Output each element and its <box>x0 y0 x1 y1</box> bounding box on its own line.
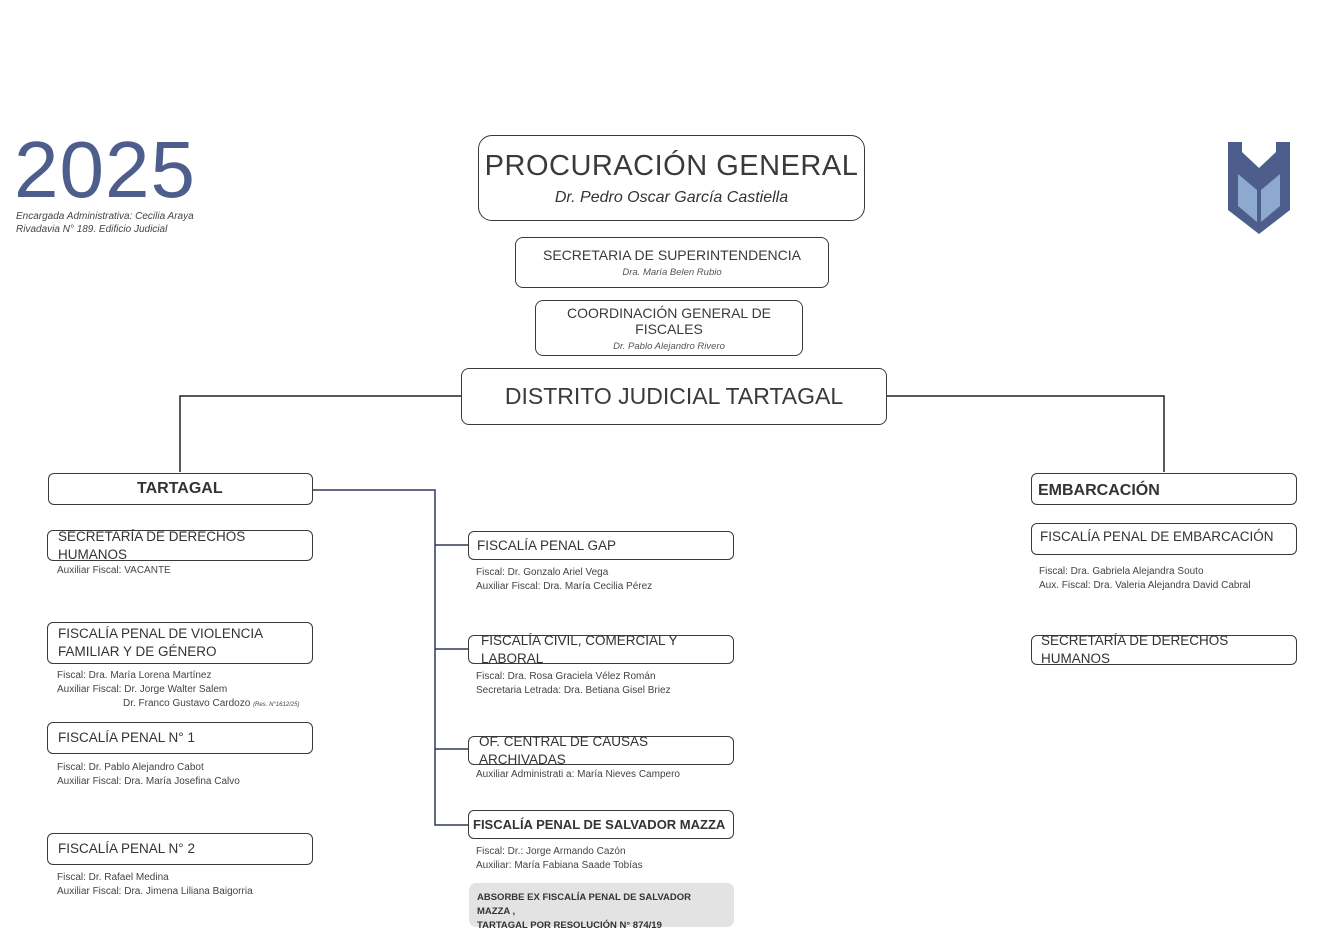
archivadas-title: OF. CENTRAL DE CAUSAS ARCHIVADAS <box>479 733 649 767</box>
tartagal-ddhh-title: SECRETARÍA DE DERECHOS HUMANOS <box>58 528 246 562</box>
tartagal-ddhh-box: SECRETARÍA DE DERECHOS HUMANOS <box>47 528 313 562</box>
violencia-details: Fiscal: Dra. María Lorena Martínez Auxil… <box>57 670 300 709</box>
superintendencia-name: Dra. María Belen Rubio <box>622 267 722 278</box>
penal1-title: FISCALÍA PENAL N° 1 <box>58 730 195 745</box>
violencia-box: FISCALÍA PENAL DE VIOLENCIA FAMILIAR Y D… <box>47 622 313 664</box>
embarcacion-ddhh-box: SECRETARÍA DE DERECHOS HUMANOS <box>1031 633 1297 666</box>
embarcacion-penal-title: FISCALÍA PENAL DE EMBARCACIÓN <box>1040 529 1274 544</box>
superintendencia-title: SECRETARIA DE SUPERINTENDENCIA <box>542 247 801 263</box>
mazza-details: Fiscal: Dr.: Jorge Armando Cazón Auxilia… <box>476 846 643 871</box>
tartagal-ddhh-details: Auxiliar Fiscal: VACANTE <box>57 565 171 576</box>
civil-details: Fiscal: Dra. Rosa Graciela Vélez Román S… <box>476 671 671 696</box>
civil-title: FISCALÍA CIVIL, COMERCIAL Y LABORAL <box>481 632 678 666</box>
penal2-details: Fiscal: Dr. Rafael Medina Auxiliar Fisca… <box>57 872 253 897</box>
connector-distrito-embarcacion <box>886 395 1165 472</box>
superintendencia-box: SECRETARIA DE SUPERINTENDENCIA Dra. Marí… <box>515 237 829 288</box>
coordinacion-name: Dr. Pablo Alejandro Rivero <box>613 340 725 352</box>
archivadas-details: Auxiliar Administrati a: María Nieves Ca… <box>476 769 680 780</box>
embarcacion-ddhh-title: SECRETARÍA DE DERECHOS HUMANOS <box>1041 633 1229 666</box>
embarcacion-penal-box: FISCALÍA PENAL DE EMBARCACIÓN <box>1031 523 1297 555</box>
distrito-box: DISTRITO JUDICIAL TARTAGAL <box>461 368 887 425</box>
connector-distrito-tartagal <box>179 395 461 472</box>
gap-box: FISCALÍA PENAL GAP <box>468 531 734 560</box>
coordinacion-title: COORDINACIÓN GENERAL DE FISCALES <box>566 304 772 337</box>
penal2-box: FISCALÍA PENAL N° 2 <box>47 833 313 865</box>
gap-details: Fiscal: Dr. Gonzalo Ariel Vega Auxiliar … <box>476 567 653 592</box>
shield-book-icon <box>1228 142 1290 234</box>
violencia-title-1: FISCALÍA PENAL DE VIOLENCIA <box>58 626 264 641</box>
procuracion-title: PROCURACIÓN GENERAL <box>484 149 859 182</box>
embarcacion-title: EMBARCACIÓN <box>1038 482 1160 499</box>
embarcacion-box: EMBARCACIÓN <box>1031 473 1297 505</box>
procuracion-general-box: PROCURACIÓN GENERAL Dr. Pedro Oscar Garc… <box>478 135 865 221</box>
violencia-title-2: FAMILIAR Y DE GÉNERO <box>58 644 217 659</box>
archivadas-box: OF. CENTRAL DE CAUSAS ARCHIVADAS <box>468 734 734 767</box>
year-title: 2025 <box>14 125 196 214</box>
penal1-details: Fiscal: Dr. Pablo Alejandro Cabot Auxili… <box>57 762 240 787</box>
gap-title: FISCALÍA PENAL GAP <box>477 537 617 553</box>
embarcacion-penal-details: Fiscal: Dra. Gabriela Alejandra Souto Au… <box>1039 566 1251 591</box>
tartagal-box: TARTAGAL <box>48 473 313 505</box>
tartagal-title: TARTAGAL <box>137 480 223 497</box>
distrito-title: DISTRITO JUDICIAL TARTAGAL <box>504 383 844 409</box>
mazza-resolution-note: ABSORBE EX FISCALÍA PENAL DE SALVADOR MA… <box>469 883 734 931</box>
admin-line-2: Rivadavia N° 189. Edificio Judicial <box>16 224 168 235</box>
mazza-title: FISCALÍA PENAL DE SALVADOR MAZZA <box>473 816 726 832</box>
penal1-box: FISCALÍA PENAL N° 1 <box>47 722 313 754</box>
penal2-title: FISCALÍA PENAL N° 2 <box>58 841 195 856</box>
civil-box: FISCALÍA CIVIL, COMERCIAL Y LABORAL <box>468 633 734 666</box>
connector-tartagal-trunk <box>312 489 469 826</box>
coordinacion-box: COORDINACIÓN GENERAL DE FISCALES Dr. Pab… <box>535 300 803 356</box>
admin-line-1: Encargada Administrativa: Cecilia Araya <box>16 211 194 222</box>
mazza-box: FISCALÍA PENAL DE SALVADOR MAZZA <box>468 810 734 839</box>
procuracion-name: Dr. Pedro Oscar García Castiella <box>554 188 789 206</box>
